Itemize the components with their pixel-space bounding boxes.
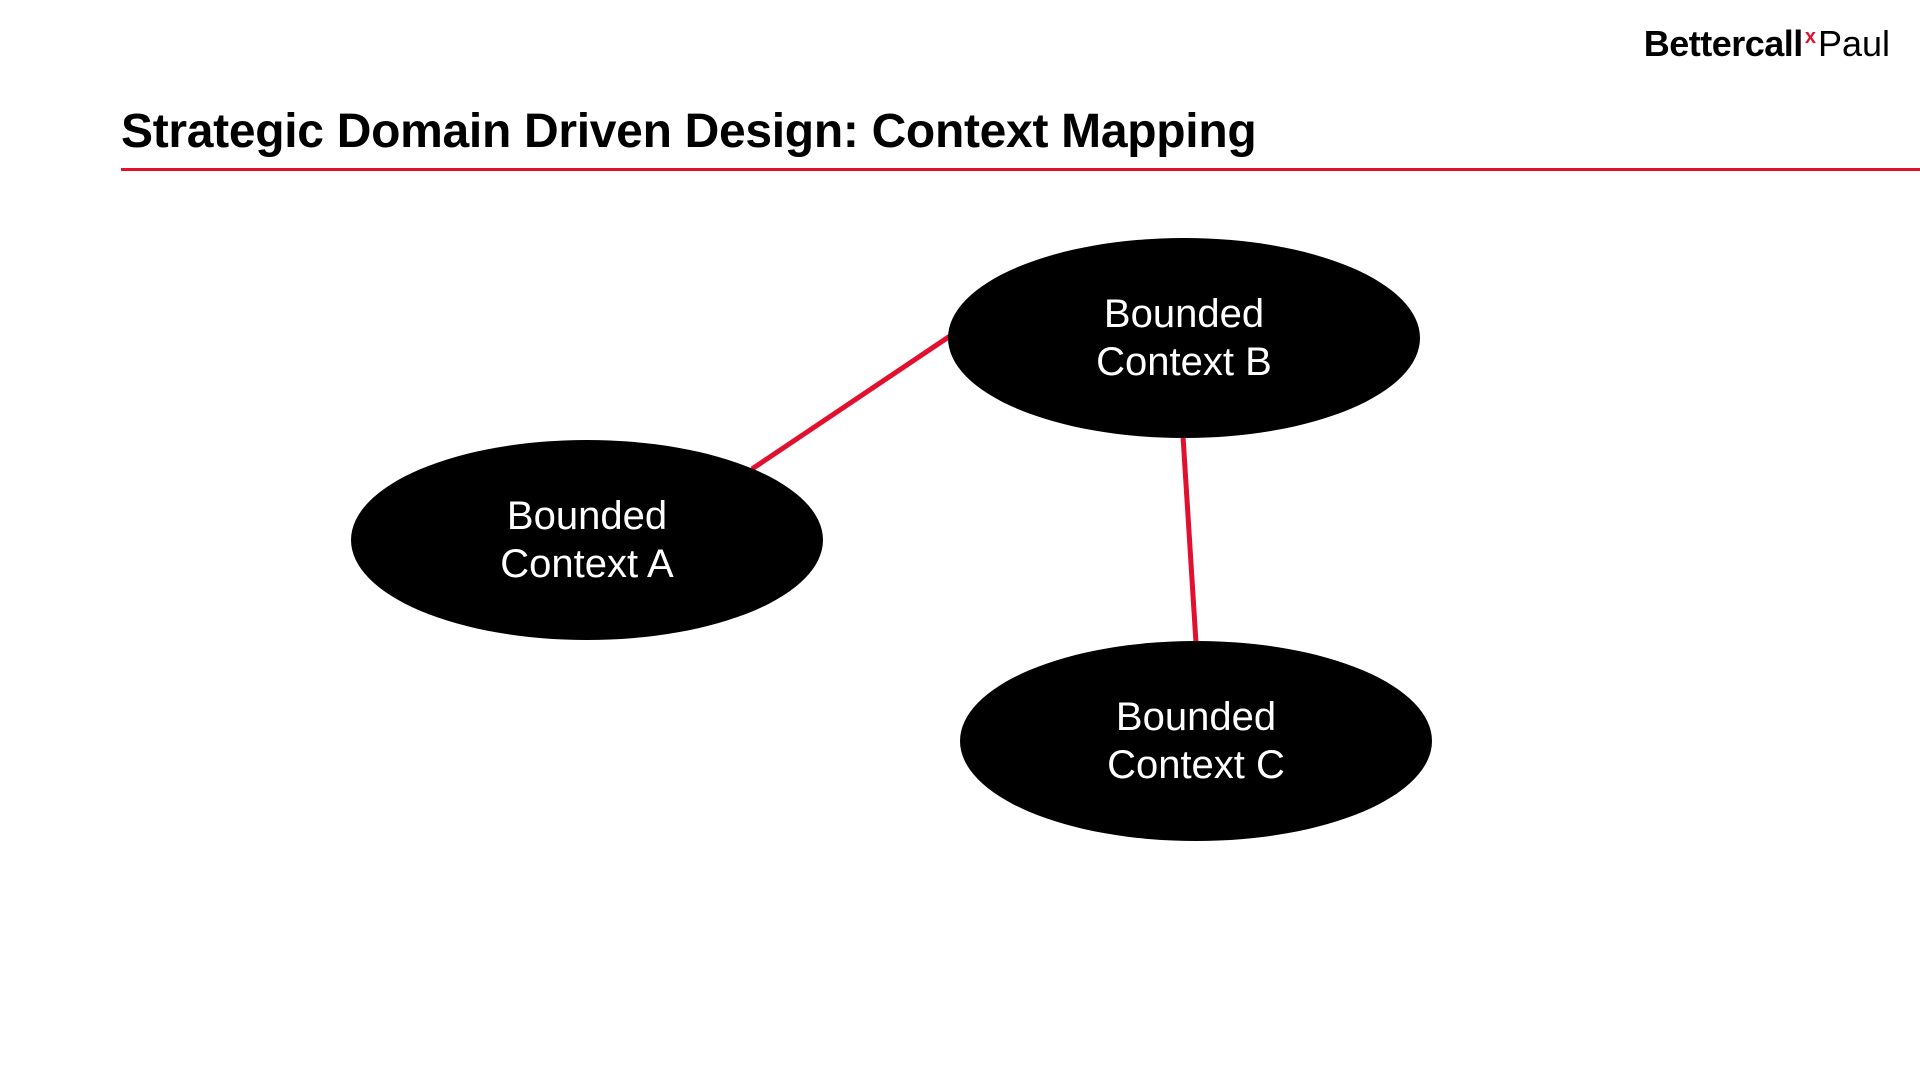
edge-b-c <box>1180 435 1199 644</box>
brand-x-mark: x <box>1804 26 1816 48</box>
brand-name-bold: Bettercall <box>1643 23 1804 64</box>
node-c-line2: Context C <box>1107 743 1285 787</box>
node-label-context-a: Bounded Context A <box>437 492 737 588</box>
node-label-context-b: Bounded Context B <box>1034 290 1334 386</box>
node-b-line1: Bounded <box>1103 292 1265 336</box>
page-title: Strategic Domain Driven Design: Context … <box>121 105 1257 158</box>
brand-logo: Bettercall x Paul <box>1644 24 1890 64</box>
node-b-line2: Context B <box>1096 340 1272 384</box>
node-context-a <box>351 440 823 640</box>
node-a-line2: Context A <box>500 542 674 586</box>
brand-name-light: Paul <box>1817 23 1890 64</box>
node-context-b <box>948 238 1420 438</box>
title-underline <box>121 168 1920 171</box>
edge-a-b <box>750 333 952 472</box>
node-context-c <box>960 641 1432 841</box>
node-a-line1: Bounded <box>506 494 668 538</box>
node-c-line1: Bounded <box>1115 695 1277 739</box>
node-label-context-c: Bounded Context C <box>1046 693 1346 789</box>
